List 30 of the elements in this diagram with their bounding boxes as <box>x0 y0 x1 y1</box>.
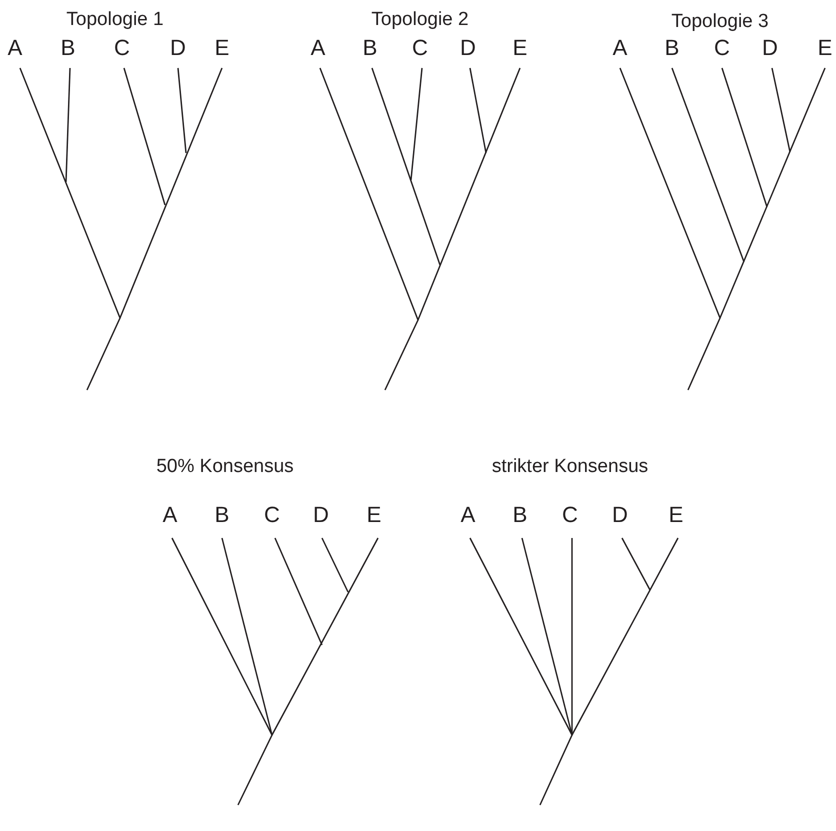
taxon-label: C <box>114 35 130 61</box>
taxon-label: D <box>170 35 186 61</box>
taxon-label: C <box>562 502 578 528</box>
taxon-label: A <box>8 35 22 61</box>
tree-title: Topologie 1 <box>66 9 164 31</box>
taxon-label: A <box>162 502 178 528</box>
tree-title: 50% Konsensus <box>156 456 294 478</box>
taxon-label: C <box>264 502 280 528</box>
taxon-label: C <box>714 35 730 61</box>
taxon-label: D <box>612 502 628 528</box>
taxon-label: E <box>668 502 684 528</box>
tree-title: Topologie 3 <box>671 11 769 33</box>
taxon-label: C <box>412 35 428 61</box>
taxon-label: B <box>214 502 230 528</box>
taxon-label: B <box>60 35 76 61</box>
taxon-label: E <box>366 502 382 528</box>
tree-title: strikter Konsensus <box>492 456 648 478</box>
taxon-label: B <box>512 502 528 528</box>
taxon-label: A <box>460 502 476 528</box>
taxon-label: B <box>362 35 378 61</box>
taxon-label: D <box>313 502 329 528</box>
tree-title: Topologie 2 <box>371 9 469 31</box>
taxon-label: D <box>460 35 476 61</box>
taxon-label: E <box>214 35 230 61</box>
taxon-label: E <box>512 35 528 61</box>
taxon-label: A <box>310 35 326 61</box>
taxon-label: A <box>612 35 628 61</box>
taxon-label: D <box>762 35 778 61</box>
taxon-label: B <box>664 35 680 61</box>
taxon-label: E <box>818 35 832 61</box>
